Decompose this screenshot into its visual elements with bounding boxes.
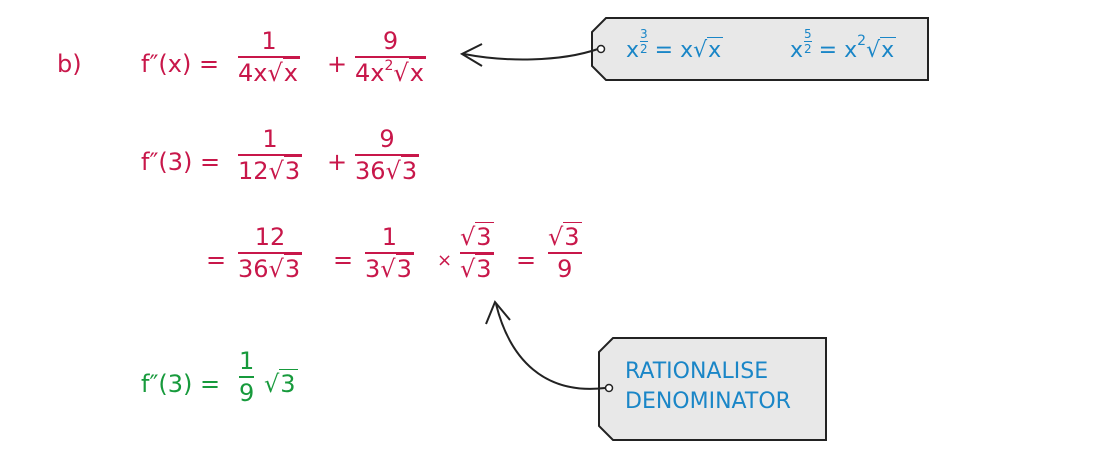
line2-frac2-numerator: 9 [379, 125, 395, 153]
fraction-bar [365, 252, 414, 254]
arrow-2 [495, 303, 606, 390]
line2-frac2-denominator: 36√3 [355, 156, 420, 185]
line3-fraction-2: 1 3√3 [365, 223, 414, 283]
coef: x [844, 38, 858, 63]
line3-fraction-1: 12 36√3 [238, 223, 303, 283]
den-root: 3 [400, 156, 420, 185]
note-tag-2-hole [604, 383, 614, 393]
line3-frac2-numerator: 1 [381, 223, 398, 251]
fraction-bar [239, 376, 255, 378]
den-coef: 4x [355, 59, 385, 87]
exp-bar [640, 41, 648, 43]
line3-frac1-denominator: 36√3 [238, 254, 303, 283]
fraction-bar [238, 154, 303, 156]
fraction-bar [460, 252, 494, 254]
line1-frac2-denominator: 4x2√x [355, 58, 426, 87]
den-root: x [282, 58, 300, 87]
line1-frac2-numerator: 9 [382, 27, 399, 55]
line1-plus: + [327, 50, 348, 78]
fraction-bar [355, 56, 426, 58]
note-tag-2-text: RATIONALISE DENOMINATOR [625, 357, 791, 416]
line2-frac1-numerator: 1 [262, 125, 278, 153]
part-label: b) [57, 50, 82, 78]
line1-frac1-numerator: 1 [261, 27, 277, 55]
root-value: 3 [279, 369, 298, 398]
note-tag-1-hole [596, 44, 606, 54]
line3-times: × [437, 250, 453, 271]
note-tag-1-shape [591, 17, 929, 81]
exp-bar [804, 41, 812, 43]
fraction-bar [238, 56, 300, 58]
fraction-bar [548, 252, 582, 254]
line2-lhs: f″(3) = [141, 148, 221, 176]
root: x [880, 37, 897, 63]
line3-equals-1: = [206, 246, 227, 274]
den-root: 3 [283, 156, 303, 185]
den-root: 3 [475, 254, 494, 283]
root: x [707, 37, 724, 63]
line3-frac4-numerator: √3 [548, 222, 582, 251]
coef: x [680, 38, 694, 63]
line3-equals-2: = [333, 246, 354, 274]
line3-frac1-numerator: 12 [254, 223, 286, 251]
note-tag-2-line-2: DENOMINATOR [625, 388, 791, 414]
num-root: 3 [563, 222, 582, 251]
exp-numerator: 5 [804, 27, 812, 41]
note-tag-2-shape [598, 337, 827, 441]
num-root: 3 [475, 222, 494, 251]
line1-fraction-1: 1 4x√x [238, 27, 300, 87]
den-exponent: 2 [384, 58, 394, 74]
line4-lhs: f″(3) = [141, 370, 221, 398]
equals-sign: = [818, 38, 838, 63]
coef-exponent: 2 [857, 33, 867, 49]
line2-plus: + [327, 148, 348, 176]
exp-denominator: 2 [640, 42, 648, 57]
line2-frac1-denominator: 12√3 [238, 156, 303, 185]
den-root: 3 [395, 254, 414, 283]
line3-fraction-3: √3 √3 [460, 222, 494, 283]
line1-frac1-denominator: 4x√x [238, 58, 300, 87]
den-coef: 36 [238, 255, 269, 283]
line1-fraction-2: 9 4x2√x [355, 27, 426, 87]
line4-fraction: 1 9 [239, 347, 255, 407]
den-coef: 36 [355, 157, 386, 185]
line3-equals-3: = [516, 246, 537, 274]
line2-fraction-1: 1 12√3 [238, 125, 303, 185]
equals-sign: = [654, 38, 674, 63]
line2-fraction-2: 9 36√3 [355, 125, 420, 185]
line3-frac2-denominator: 3√3 [365, 254, 414, 283]
arrow-1 [463, 48, 599, 61]
den-root: x [408, 58, 426, 87]
line1-lhs: f″(x) = [141, 50, 220, 78]
line4-frac-numerator: 1 [239, 347, 255, 375]
den-root: 3 [283, 254, 303, 283]
fraction-bar [355, 154, 420, 156]
power-base: x [626, 38, 640, 63]
exp-denominator: 2 [804, 42, 812, 57]
line3-fraction-4: √3 9 [548, 222, 582, 283]
arrow-2-head [485, 300, 511, 325]
line3-frac3-numerator: √3 [460, 222, 494, 251]
line4-frac-denominator: 9 [239, 379, 255, 407]
exp-numerator: 3 [640, 27, 648, 41]
line3-frac3-denominator: √3 [460, 254, 494, 283]
line3-frac4-denominator: 9 [557, 255, 573, 283]
line4-root: √3 [264, 369, 298, 398]
den-coef: 3 [365, 255, 381, 283]
fraction-bar [238, 252, 303, 254]
note-tag-2-line-1: RATIONALISE [625, 359, 769, 384]
den-coef: 4x [238, 59, 268, 87]
den-coef: 12 [238, 157, 269, 185]
arrow-1-head [459, 43, 483, 67]
power-base: x [790, 38, 804, 63]
